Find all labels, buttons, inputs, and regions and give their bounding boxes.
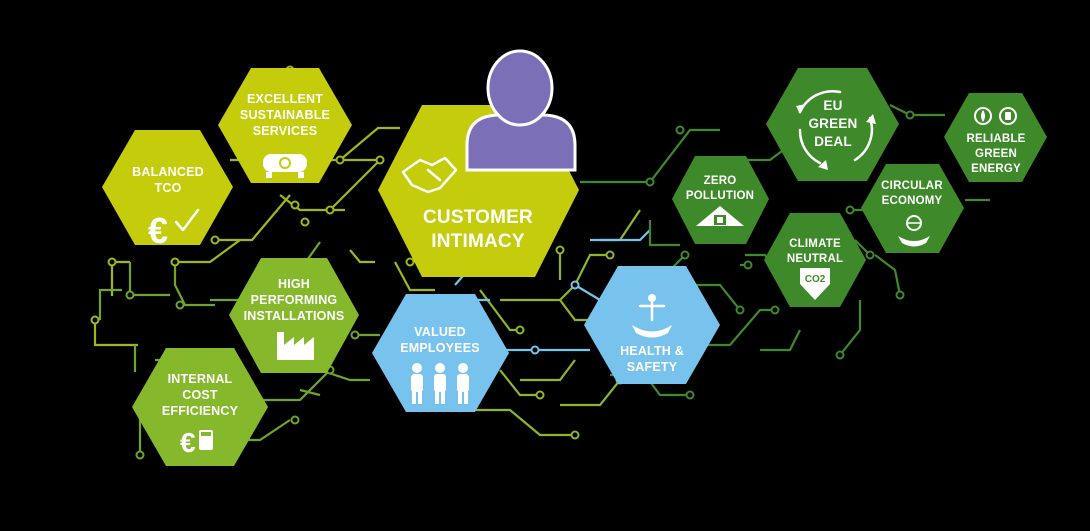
hex-shape [672, 156, 769, 244]
circuit-lines [90, 65, 1025, 460]
shelter-icon [696, 206, 744, 226]
hex-excellent-services-line-1: EXCELLENT [247, 92, 323, 106]
euro-calculator-icon: € [180, 427, 213, 458]
co2-label: CO2 [805, 274, 826, 285]
hex-shape [766, 68, 899, 181]
hex-climate-neutral-line-1: CLIMATE [789, 238, 841, 250]
flame-plug-icon [974, 107, 1017, 125]
globe-hand-icon [898, 215, 930, 247]
hex-high-performing-line-1: HIGH [278, 277, 310, 291]
hex-internal-cost-line-3: EFFICIENCY [162, 404, 239, 418]
hex-internal-cost-line-1: INTERNAL [168, 372, 233, 386]
factory-icon [277, 332, 314, 360]
avatar-head [486, 49, 554, 127]
hex-shape [584, 266, 720, 384]
hex-high-performing-line-2: PERFORMING [251, 293, 338, 307]
hex-shape [861, 164, 964, 253]
hex-climate-neutral-line-2: NEUTRAL [787, 253, 843, 265]
hex-shape [132, 348, 268, 466]
hex-shape [764, 213, 866, 307]
hex-high-performing[interactable]: HIGH PERFORMING INSTALLATIONS [229, 258, 359, 373]
hex-valued-employees-line-1: VALUED [414, 325, 466, 339]
person-hand-icon [632, 294, 672, 338]
customer-avatar [465, 49, 577, 172]
hex-balanced-tco[interactable]: BALANCED TCO € [102, 130, 233, 251]
hex-balanced-tco-line-2: TCO [155, 181, 182, 195]
hex-customer-intimacy-line-2: INTIMACY [431, 231, 525, 252]
hex-circular-economy-line-2: ECONOMY [882, 195, 943, 207]
hex-climate-neutral[interactable]: CLIMATE NEUTRAL CO2 [764, 213, 866, 307]
euro-check-icon: € [148, 208, 200, 251]
hex-eu-green-deal-line-3: DEAL [814, 134, 852, 149]
hex-excellent-services-line-2: SUSTAINABLE [240, 108, 330, 122]
hex-health-safety[interactable]: HEALTH & SAFETY [584, 266, 720, 384]
people-icon [411, 363, 469, 404]
svg-text:€: € [180, 427, 196, 458]
co2-down-icon: CO2 [800, 268, 830, 300]
hex-shape [102, 130, 233, 245]
hex-reliable-energy[interactable]: RELIABLE GREEN ENERGY [944, 93, 1047, 182]
hex-valued-employees-line-2: EMPLOYEES [400, 341, 480, 355]
hex-eu-green-deal-line-1: EU [823, 98, 842, 113]
hex-high-performing-line-3: INSTALLATIONS [244, 309, 345, 323]
hex-reliable-energy-line-1: RELIABLE [966, 133, 1025, 145]
hex-shape [372, 294, 509, 412]
hex-customer-intimacy-line-1: CUSTOMER [423, 207, 533, 228]
svg-text:€: € [148, 210, 168, 251]
hex-shape [229, 258, 359, 373]
hex-internal-cost-line-2: COST [182, 388, 218, 402]
recycle-arrows-icon [796, 90, 876, 170]
hex-circular-economy[interactable]: CIRCULAR ECONOMY [861, 164, 964, 253]
hex-valued-employees[interactable]: VALUED EMPLOYEES [372, 294, 509, 412]
hex-zero-pollution-line-1: ZERO [704, 175, 737, 187]
handshake-icon [401, 156, 458, 194]
hex-reliable-energy-line-3: ENERGY [971, 163, 1021, 175]
hex-internal-cost[interactable]: INTERNAL COST EFFICIENCY € [132, 348, 268, 466]
hex-shape [944, 93, 1047, 182]
hex-balanced-tco-line-1: BALANCED [132, 165, 204, 179]
biohazard-tank-icon [263, 154, 307, 178]
hex-eu-green-deal-line-2: GREEN [808, 116, 857, 131]
hex-health-safety-line-2: SAFETY [627, 360, 678, 374]
hex-zero-pollution-line-2: POLLUTION [686, 190, 754, 202]
hex-reliable-energy-line-2: GREEN [975, 148, 1017, 160]
hex-eu-green-deal[interactable]: EU GREEN DEAL [766, 68, 899, 181]
hex-shape [218, 68, 352, 183]
hex-zero-pollution[interactable]: ZERO POLLUTION [672, 156, 769, 244]
hex-excellent-services[interactable]: EXCELLENT SUSTAINABLE SERVICES [218, 68, 352, 183]
hex-excellent-services-line-3: SERVICES [253, 124, 318, 138]
hex-health-safety-line-1: HEALTH & [620, 344, 684, 358]
hex-circular-economy-line-1: CIRCULAR [881, 180, 943, 192]
